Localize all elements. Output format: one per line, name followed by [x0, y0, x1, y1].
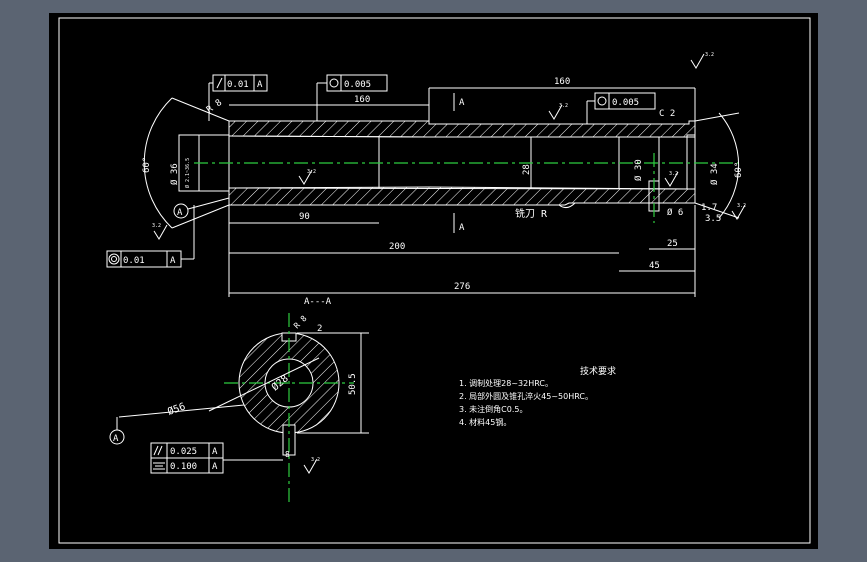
section-title: A---A — [304, 297, 332, 307]
svg-text:50.5: 50.5 — [348, 373, 358, 395]
dim-276: 276 — [454, 282, 470, 292]
svg-text:0.100: 0.100 — [170, 462, 197, 472]
cylindricity-icon — [597, 96, 607, 106]
dim-45: 45 — [649, 261, 660, 271]
dim-90: 90 — [299, 212, 310, 222]
dim-c2: C 2 — [659, 109, 675, 119]
svg-text:3.2: 3.2 — [559, 103, 568, 109]
gdt-runout-top: 0.01 A — [208, 74, 268, 121]
svg-text:3.2: 3.2 — [705, 52, 714, 58]
dim-d30: Ø 30 — [633, 159, 644, 181]
dim-r8: R 8 — [205, 98, 224, 116]
dim-angle-left: 60° — [142, 157, 152, 173]
dim-angle-right: 60° — [734, 162, 744, 178]
angle-arc-left — [143, 97, 173, 229]
parallel-icon — [153, 445, 159, 456]
dim-hole-6: Ø 6 — [667, 207, 683, 218]
svg-text:3.2: 3.2 — [307, 169, 316, 175]
dim-d36: Ø 36 — [169, 163, 180, 185]
svg-text:0.01: 0.01 — [123, 256, 145, 266]
runout-icon — [216, 77, 223, 89]
section-a-a: A---A 50.5 R 8 2 Ø28 Ø56 8 A 0.025 A — [109, 297, 369, 503]
svg-text:2: 2 — [317, 324, 322, 334]
dim-200: 200 — [389, 242, 405, 252]
svg-text:A: A — [212, 447, 218, 457]
technical-notes: 技术要求 1. 调制处理28~32HRC。 2. 局部外圆及锥孔淬火45~50H… — [459, 365, 616, 427]
svg-text:0.005: 0.005 — [612, 98, 639, 108]
svg-text:A: A — [257, 80, 263, 90]
gdt-cylindricity-right: 0.005 — [586, 92, 656, 124]
svg-text:A: A — [212, 462, 218, 472]
svg-text:3.2: 3.2 — [669, 171, 678, 177]
dim-25: 25 — [667, 239, 678, 249]
gdt-concentricity: 0.01 A — [106, 205, 195, 268]
shaft-top-wall — [228, 120, 696, 138]
dim-160: 160 — [354, 95, 370, 105]
section-mark-top: A — [459, 98, 465, 108]
gdt-cylindricity-left: 0.005 — [316, 74, 388, 121]
svg-text:R 8: R 8 — [292, 314, 309, 331]
drawing-sheet: 160 160 90 200 276 45 25 1.7 3.5 Ø 6 C 2… — [49, 13, 818, 549]
svg-text:3.2: 3.2 — [152, 223, 161, 229]
dim-28: 28 — [522, 164, 532, 175]
cad-drawing: 160 160 90 200 276 45 25 1.7 3.5 Ø 6 C 2… — [58, 17, 811, 544]
svg-text:A: A — [170, 256, 176, 266]
svg-text:8: 8 — [285, 450, 290, 459]
dim-small: Ø 2.1~36.5 — [184, 158, 191, 188]
dim-160-top: 160 — [554, 77, 570, 87]
dim-knife: 铣刀 R — [515, 207, 548, 220]
svg-text:0.025: 0.025 — [170, 447, 197, 457]
datum-a-left: A — [173, 197, 230, 219]
svg-text:A: A — [177, 208, 183, 218]
dim-d34: Ø 34 — [709, 163, 720, 185]
note-1: 1. 调制处理28~32HRC。 — [459, 378, 553, 388]
dimension-lines: 160 160 90 200 276 45 25 1.7 3.5 Ø 6 C 2… — [142, 77, 744, 297]
section-mark-bottom: A — [459, 223, 465, 233]
dim-3-5: 3.5 — [705, 214, 721, 224]
shaft-section-view — [178, 120, 739, 223]
cylindricity-icon — [329, 78, 339, 88]
note-3: 3. 未注倒角C0.5。 — [459, 404, 527, 414]
notes-title: 技术要求 — [580, 365, 616, 377]
svg-text:A: A — [113, 434, 119, 444]
dim-1-7: 1.7 — [701, 203, 717, 213]
gdt-symmetry: 0.100 A — [150, 457, 224, 474]
note-2: 2. 局部外圆及锥孔淬火45~50HRC。 — [459, 391, 593, 401]
svg-text:0.005: 0.005 — [344, 80, 371, 90]
svg-text:3.2: 3.2 — [737, 203, 746, 209]
shaft-bottom-wall — [228, 186, 696, 206]
concentricity-icon — [108, 253, 120, 265]
svg-text:0.01: 0.01 — [227, 80, 249, 90]
svg-text:3.2: 3.2 — [311, 457, 320, 463]
roughness-symbols: 3.2 3.2 3.2 3.2 3.2 3.2 3.2 — [152, 52, 746, 474]
svg-text:Ø56: Ø56 — [166, 400, 187, 417]
inner-border — [58, 17, 811, 544]
angle-arc-right — [718, 112, 740, 219]
note-4: 4. 材料45钢。 — [459, 417, 511, 427]
gdt-parallel: 0.025 A — [150, 442, 224, 459]
